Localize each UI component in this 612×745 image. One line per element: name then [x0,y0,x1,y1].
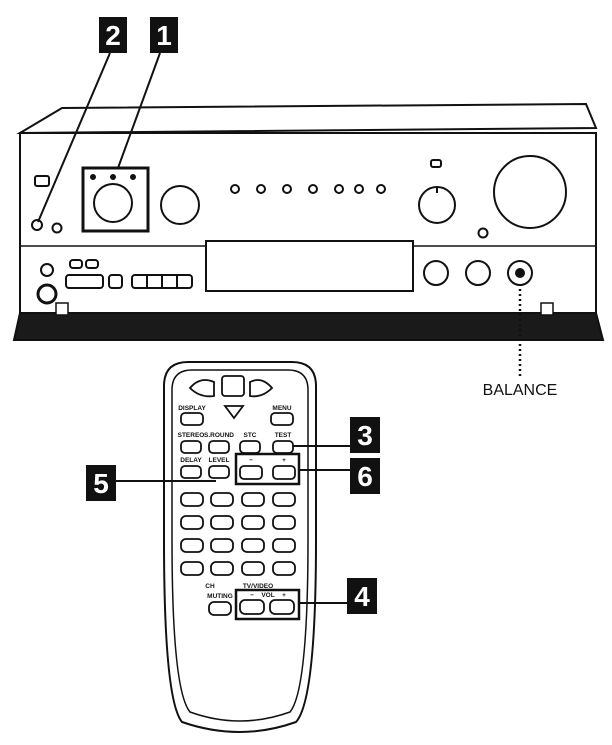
tape-button[interactable] [65,274,104,289]
callout-4-label: 4 [354,581,370,612]
bass-control-knob[interactable] [423,260,449,286]
channel-label: CH [205,583,215,590]
callout-5-label: 5 [93,468,109,499]
power-button[interactable] [31,219,43,231]
treble-control-knob[interactable] [465,260,491,286]
test-button[interactable] [272,440,294,454]
stereo-label: STEREO [178,432,205,439]
tuner-button[interactable] [108,274,123,289]
number-button[interactable] [180,492,204,507]
bass-knob[interactable] [160,185,200,225]
receiver [12,102,605,341]
volume-plus-label: + [282,592,286,599]
number-button[interactable] [210,538,234,553]
right-arrow-button[interactable] [249,379,274,398]
display-button[interactable] [180,412,204,426]
source-button[interactable] [282,184,292,194]
level-plus-button[interactable] [272,465,296,480]
left-arrow-button[interactable] [188,379,215,398]
level-minus-label: − [249,457,253,464]
callout-1: 1 [117,17,178,169]
number-button[interactable] [241,561,265,576]
number-button[interactable] [241,538,265,553]
volume-label: VOL [261,592,274,599]
headphone-led [477,227,489,239]
level-label: LEVEL [209,457,230,464]
power-indicator [34,175,50,187]
source-button[interactable] [256,184,266,194]
receiver-base [12,312,605,341]
muting-label: MUTING [207,593,233,600]
source-button[interactable] [334,184,344,194]
callout-2: 2 [37,17,127,223]
aux-button[interactable] [40,263,54,277]
number-button[interactable] [180,538,204,553]
display-label: DISPLAY [178,405,206,412]
source-button[interactable] [230,184,240,194]
power-key[interactable] [221,375,245,397]
standby-led [51,222,63,234]
stereo-button[interactable] [180,440,202,454]
delay-label: DELAY [180,457,202,464]
callout-2-label: 2 [105,20,121,51]
source-button[interactable] [354,184,364,194]
input-indicator-dot [90,174,96,180]
volume-highlight [234,588,301,621]
test-label: TEST [275,432,292,439]
mode-button[interactable] [85,259,99,269]
mode-button[interactable] [69,259,83,269]
number-button[interactable] [210,515,234,530]
number-button[interactable] [272,538,296,553]
menu-button[interactable] [270,412,294,426]
number-button[interactable] [180,515,204,530]
display-window [205,240,414,292]
number-button[interactable] [272,492,296,507]
callout-3: 3 [293,417,380,453]
callout-6-label: 6 [357,461,373,492]
input-selector-highlight [81,166,150,233]
delay-button[interactable] [180,465,202,479]
surround-button[interactable] [208,440,230,454]
balance-label: BALANCE [483,382,558,399]
volume-knob[interactable] [493,155,567,229]
number-button[interactable] [272,561,296,576]
surround-label: S.ROUND [204,432,234,439]
callout-5: 5 [86,465,216,501]
number-button[interactable] [210,492,234,507]
level-minus-button[interactable] [239,465,263,480]
muting-button[interactable] [208,601,232,616]
level-plus-label: + [282,457,286,464]
volume-plus-button[interactable] [269,599,295,615]
number-button[interactable] [241,492,265,507]
indicator-lamp [430,159,442,168]
callout-4: 4 [299,578,377,614]
input-indicator-dot [130,174,136,180]
number-button[interactable] [241,515,265,530]
menu-label: MENU [272,405,291,412]
phones-jack[interactable] [36,283,58,305]
volume-minus-button[interactable] [239,599,265,615]
level-button[interactable] [208,465,230,479]
number-button[interactable] [210,561,234,576]
input-indicator-dot [110,174,116,180]
callout-1-label: 1 [156,20,172,51]
down-arrow-button[interactable] [223,405,245,420]
number-button[interactable] [180,561,204,576]
stc-button[interactable] [239,440,261,454]
number-button[interactable] [272,515,296,530]
volume-minus-label: − [250,592,254,599]
source-button[interactable] [376,184,386,194]
receiver-top-panel [16,102,598,135]
source-button[interactable] [308,184,318,194]
tv-video-label: TV/VIDEO [243,583,273,590]
input-selector-knob[interactable] [93,183,133,223]
callout-3-label: 3 [357,420,373,451]
stc-label: STC [244,432,257,439]
callout-6: 6 [299,458,380,494]
